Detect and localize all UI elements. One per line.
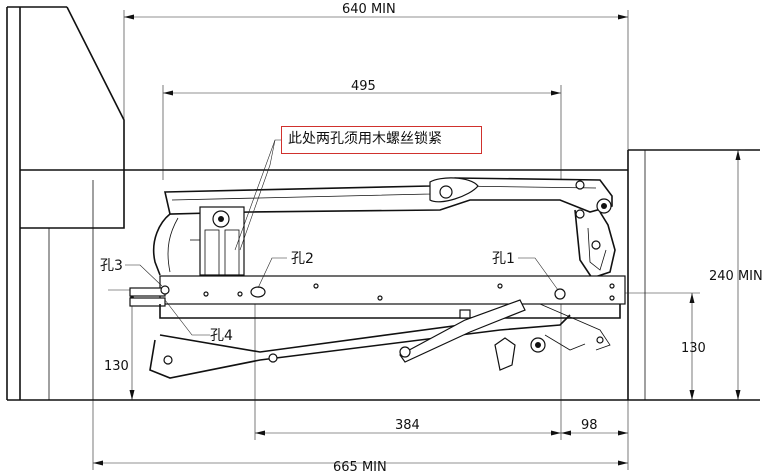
- dim-right-offset-label: 98: [581, 418, 598, 433]
- hole-label-2: 孔2: [291, 251, 314, 267]
- right-linkage: [574, 209, 616, 279]
- lower-plate: [159, 303, 621, 351]
- hole-label-4: 孔4: [210, 328, 233, 344]
- dim-right-inner-height-label: 130: [681, 341, 706, 356]
- cabinet-outline: [7, 149, 760, 401]
- note-leader: [234, 139, 281, 251]
- hole-label-3: 孔3: [100, 258, 123, 274]
- lower-arm: [149, 299, 586, 379]
- hole-label-1: 孔1: [492, 251, 515, 267]
- screw-note-text: 此处两孔须用木螺丝锁紧: [288, 131, 442, 147]
- dim-top-width: [123, 10, 629, 150]
- dim-top-width-label: 640 MIN: [342, 2, 396, 17]
- dim-left-height-label: 130: [104, 359, 129, 374]
- left-cabinet-wall: [6, 6, 125, 400]
- dim-hole-spacing: [254, 290, 629, 440]
- hole-leaders: [125, 257, 559, 336]
- dim-inner-width-label: 495: [351, 79, 376, 94]
- screw-note-box: 此处两孔须用木螺丝锁紧: [281, 126, 482, 154]
- dim-inner-width: [162, 85, 562, 180]
- dim-bottom-width: [92, 400, 629, 470]
- left-bracket: [152, 206, 245, 276]
- dim-right-height-label: 240 MIN: [709, 269, 763, 284]
- dim-right-height: [628, 149, 745, 400]
- main-bar: [129, 275, 626, 307]
- upper-arm: [164, 177, 613, 219]
- dim-bottom-width-label: 665 MIN: [333, 460, 387, 473]
- dim-hole-spacing-label: 384: [395, 418, 420, 433]
